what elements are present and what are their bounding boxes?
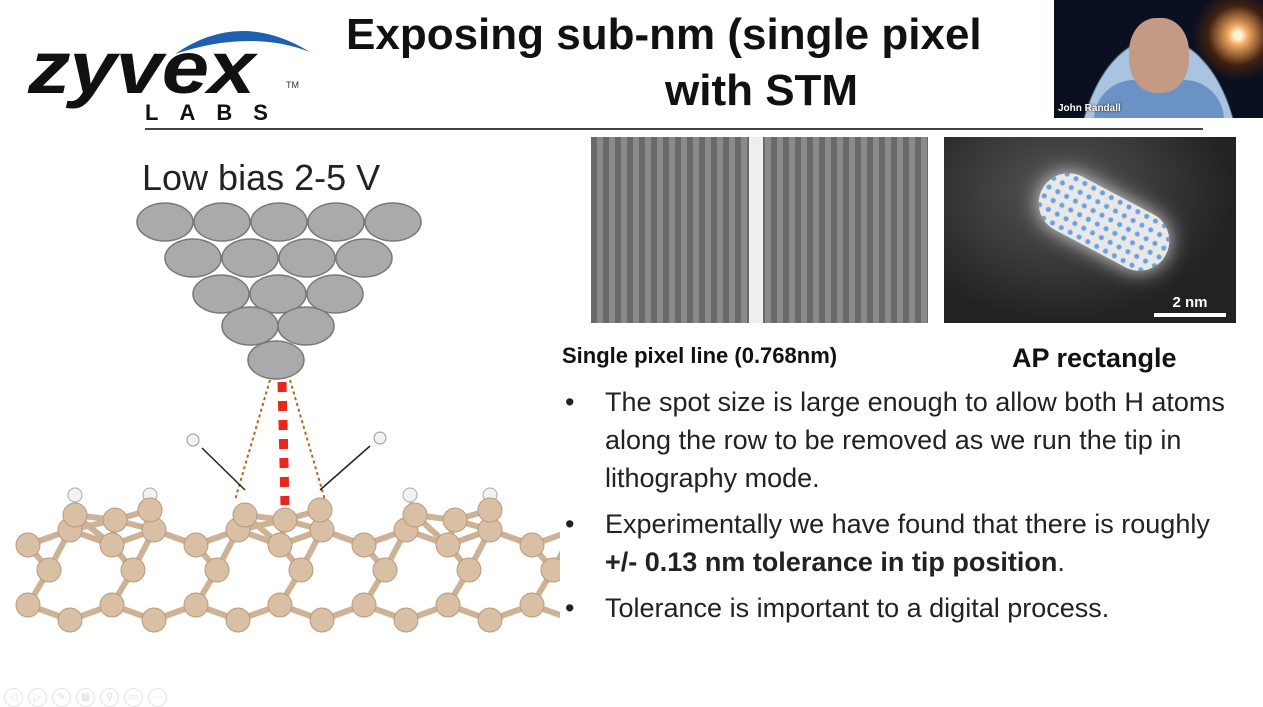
silicon-atom bbox=[477, 607, 503, 633]
silicon-atom bbox=[232, 502, 258, 528]
bias-label: Low bias 2-5 V bbox=[142, 157, 381, 198]
tip-atom bbox=[278, 238, 336, 278]
desorb-arrow bbox=[201, 447, 246, 491]
tip-atom bbox=[192, 274, 250, 314]
silicon-atom bbox=[137, 497, 163, 523]
silicon-atom bbox=[519, 592, 545, 618]
silicon-atom bbox=[225, 607, 251, 633]
silicon-atom bbox=[372, 557, 398, 583]
tip-atom bbox=[136, 202, 194, 242]
bullet-list: The spot size is large enough to allow b… bbox=[560, 383, 1240, 635]
beam-edge bbox=[289, 379, 326, 501]
desorb-arrow bbox=[319, 445, 371, 491]
slide-title-line2: with STM bbox=[665, 66, 859, 115]
participant-name: John Randall bbox=[1058, 103, 1121, 114]
bullet-text: . bbox=[1057, 547, 1065, 577]
tip-atom bbox=[221, 238, 279, 278]
subtitles-icon[interactable]: ▭ bbox=[124, 688, 143, 707]
silicon-atom bbox=[351, 592, 377, 618]
scale-bar-label: 2 nm bbox=[1172, 294, 1208, 311]
beam-edge bbox=[234, 379, 271, 501]
hydrogen-atom bbox=[186, 433, 200, 447]
silicon-atom bbox=[519, 532, 545, 558]
image1-caption: Single pixel line (0.768nm) bbox=[562, 343, 838, 368]
silicon-atom bbox=[15, 532, 41, 558]
bullet-item: The spot size is large enough to allow b… bbox=[560, 383, 1240, 497]
bullet-item: Experimentally we have found that there … bbox=[560, 505, 1240, 581]
more-icon[interactable]: ⋯ bbox=[148, 688, 167, 707]
tip-atom bbox=[164, 238, 222, 278]
tip-atom bbox=[193, 202, 251, 242]
tip-atom bbox=[247, 340, 305, 380]
silicon-atom bbox=[204, 557, 230, 583]
logo-tm: TM bbox=[286, 80, 299, 90]
slides-icon[interactable]: ▦ bbox=[76, 688, 95, 707]
silicon-atom bbox=[309, 607, 335, 633]
participant-avatar bbox=[1129, 18, 1189, 93]
title-divider bbox=[145, 128, 1203, 130]
logo-arc bbox=[175, 30, 310, 54]
bullet-item: Tolerance is important to a digital proc… bbox=[560, 589, 1240, 627]
silicon-atom bbox=[267, 592, 293, 618]
silicon-atom bbox=[307, 497, 333, 523]
hydrogen-atom bbox=[373, 431, 387, 445]
hydrogen-atom bbox=[67, 487, 83, 503]
presentation-controls: ◁ ▷ ✎ ▦ ⚲ ▭ ⋯ bbox=[4, 688, 167, 707]
silicon-atom bbox=[15, 592, 41, 618]
silicon-atom bbox=[36, 557, 62, 583]
tip-atom bbox=[307, 202, 365, 242]
bullet-text: Experimentally we have found that there … bbox=[605, 509, 1210, 539]
logo-wordmark: zyvex bbox=[28, 26, 255, 109]
silicon-atom bbox=[141, 607, 167, 633]
tip-atom bbox=[306, 274, 364, 314]
slide-title-line1: Exposing sub-nm (single pixel bbox=[346, 10, 982, 59]
zoom-icon[interactable]: ⚲ bbox=[100, 688, 119, 707]
silicon-atom bbox=[456, 557, 482, 583]
image2-caption: AP rectangle bbox=[1012, 343, 1177, 373]
silicon-atom bbox=[442, 507, 468, 533]
silicon-atom bbox=[57, 607, 83, 633]
silicon-atom bbox=[540, 557, 560, 583]
stm-image-ap-rectangle: 2 nm bbox=[944, 137, 1236, 323]
participant-video-tile[interactable]: John Randall bbox=[1054, 0, 1263, 118]
tip-atom bbox=[277, 306, 335, 346]
tip-atom bbox=[250, 202, 308, 242]
previous-icon[interactable]: ◁ bbox=[4, 688, 23, 707]
stm-tip-diagram bbox=[15, 202, 560, 633]
electron-beam bbox=[277, 381, 290, 506]
hydrogen-atom bbox=[402, 487, 418, 503]
silicon-atom bbox=[62, 502, 88, 528]
silicon-atom bbox=[120, 557, 146, 583]
scale-bar: 2 nm bbox=[1154, 294, 1226, 317]
tip-atom bbox=[249, 274, 307, 314]
silicon-atom bbox=[267, 532, 293, 558]
stm-image-single-pixel-line bbox=[591, 137, 928, 323]
silicon-atom bbox=[272, 507, 298, 533]
silicon-atom bbox=[435, 592, 461, 618]
silicon-atom bbox=[99, 592, 125, 618]
logo-labs: LABS bbox=[145, 100, 289, 125]
next-icon[interactable]: ▷ bbox=[28, 688, 47, 707]
silicon-atom bbox=[351, 532, 377, 558]
silicon-atom bbox=[288, 557, 314, 583]
bullet-bold-text: +/- 0.13 nm tolerance in tip position bbox=[605, 547, 1058, 577]
silicon-atom bbox=[393, 607, 419, 633]
silicon-atom bbox=[183, 532, 209, 558]
tip-atom bbox=[221, 306, 279, 346]
silicon-atom bbox=[435, 532, 461, 558]
tip-atom bbox=[335, 238, 393, 278]
pen-icon[interactable]: ✎ bbox=[52, 688, 71, 707]
silicon-atom bbox=[99, 532, 125, 558]
silicon-atom bbox=[183, 592, 209, 618]
silicon-atom bbox=[102, 507, 128, 533]
silicon-atom bbox=[477, 497, 503, 523]
silicon-atom bbox=[402, 502, 428, 528]
tip-atom bbox=[364, 202, 422, 242]
